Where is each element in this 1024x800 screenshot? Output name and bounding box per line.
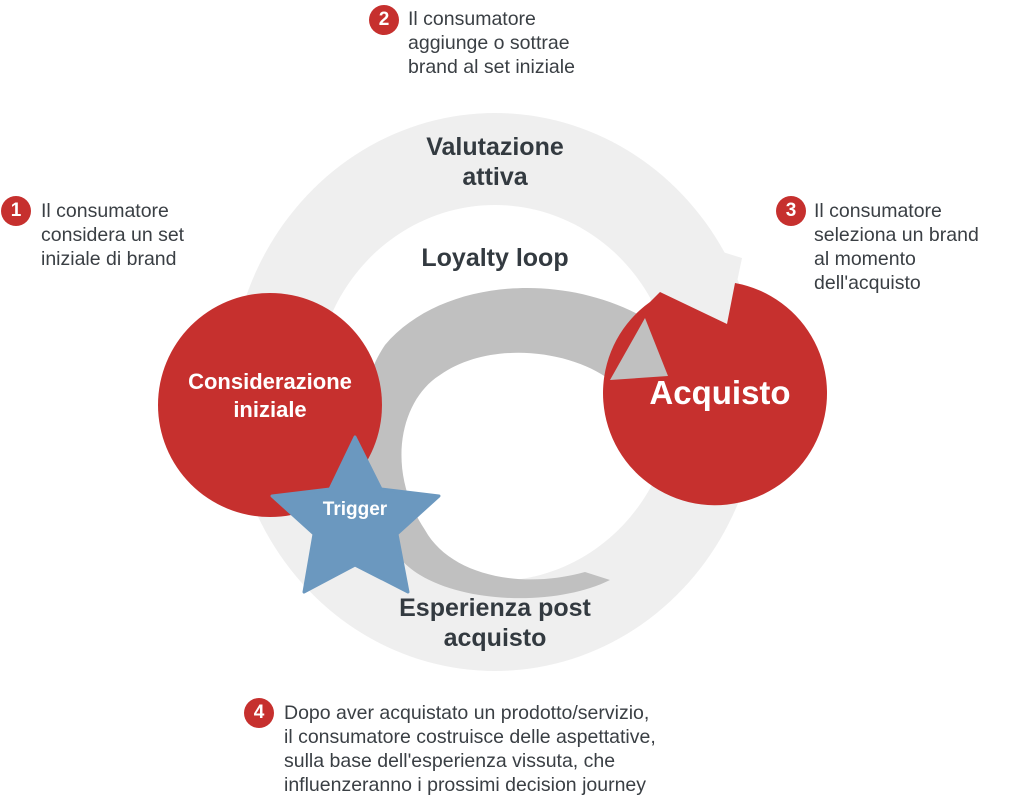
trigger-star: [270, 435, 441, 594]
step-2-note: Il consumatore aggiunge o sottrae brand …: [408, 7, 575, 79]
note-line: Il consumatore: [814, 200, 942, 222]
stage-label-line: acquisto: [443, 624, 547, 652]
note-line: al momento: [814, 248, 916, 270]
note-line: il consumatore costruisce delle aspettat…: [284, 726, 656, 748]
stage-label-line: iniziale: [233, 397, 307, 422]
note-line: Dopo aver acquistato un prodotto/servizi…: [284, 702, 650, 724]
stage-label-line: Valutazione: [426, 133, 564, 161]
note-line: brand al set iniziale: [408, 56, 575, 78]
note-line: considera un set: [41, 224, 185, 246]
stage-label-line: Considerazione: [188, 369, 352, 394]
note-line: sulla base dell'esperienza vissuta, che: [284, 750, 616, 772]
stage-loyalty-loop: Loyalty loop: [421, 244, 569, 272]
note-line: seleziona un brand: [814, 224, 979, 246]
stage-trigger: Trigger: [322, 499, 388, 520]
acquisto-circle: [603, 283, 828, 506]
considerazione-circle: [158, 293, 382, 517]
stage-valutazione-attiva: Valutazione attiva: [395, 132, 595, 192]
stage-considerazione-iniziale: Considerazione iniziale: [160, 368, 380, 424]
step-4-note: Dopo aver acquistato un prodotto/servizi…: [284, 701, 656, 797]
loyalty-loop-arrowhead: [610, 318, 668, 380]
step-1-badge: 1: [1, 196, 31, 226]
step-1-note: Il consumatore considera un set iniziale…: [41, 199, 184, 271]
note-line: dell'acquisto: [814, 272, 921, 294]
stage-label-line: attiva: [462, 163, 528, 191]
stage-label-line: Esperienza post: [399, 594, 591, 622]
loyalty-loop-arc: [360, 287, 668, 599]
step-4-badge: 4: [244, 698, 274, 728]
step-2-badge: 2: [369, 5, 399, 35]
step-3-badge: 3: [776, 196, 806, 226]
note-line: Il consumatore: [41, 200, 169, 222]
note-line: Il consumatore: [408, 8, 536, 30]
note-line: aggiunge o sottrae: [408, 32, 570, 54]
step-3-note: Il consumatore seleziona un brand al mom…: [814, 199, 979, 295]
note-line: influenzeranno i prossimi decision journ…: [284, 774, 647, 796]
stage-esperienza-post-acquisto: Esperienza post acquisto: [370, 593, 620, 653]
stage-acquisto: Acquisto: [649, 374, 791, 411]
note-line: iniziale di brand: [41, 248, 177, 270]
